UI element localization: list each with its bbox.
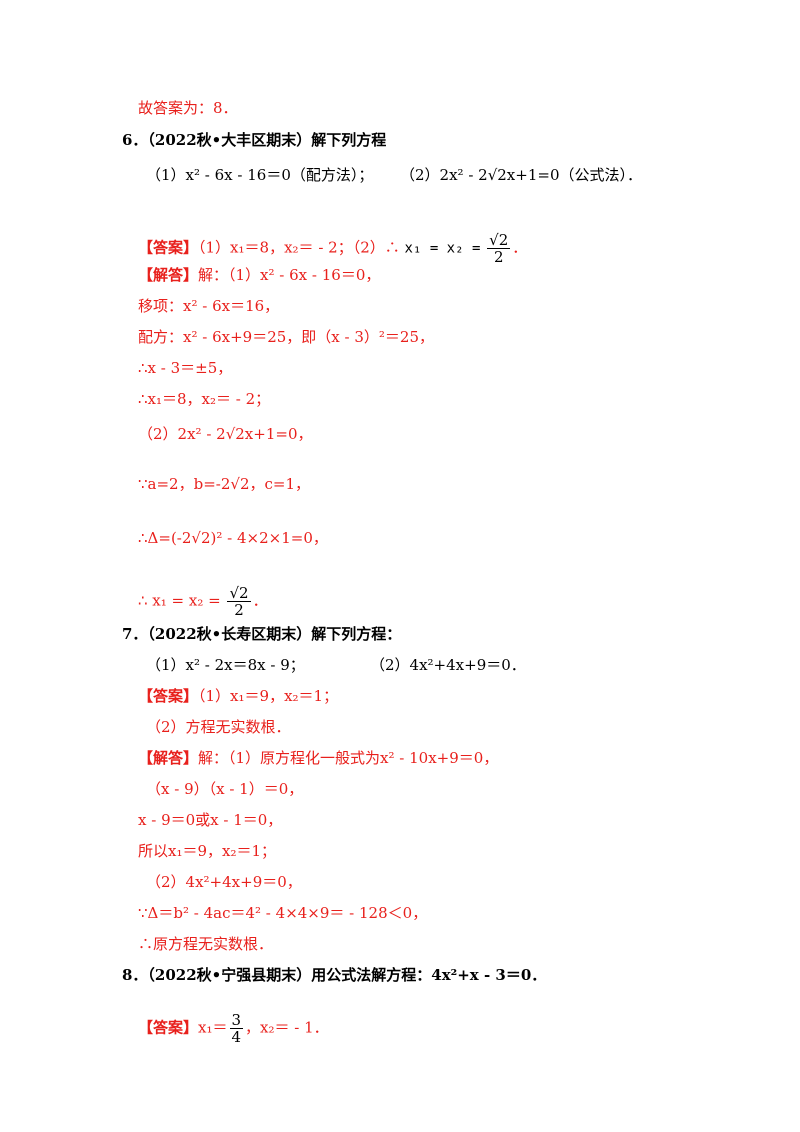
solution-line: ∵Δ＝b² - 4ac＝4² - 4×4×9＝ - 128＜0， (138, 904, 428, 922)
question-8-header: 8．（2022秋•宁强县期末）用公式法解方程：4x²+x - 3＝0． (122, 966, 547, 984)
solution-line: ∴Δ=(-2√2)² - 4×2×1=0， (138, 529, 328, 547)
question-7-header: 7．（2022秋•长寿区期末）解下列方程： (122, 625, 402, 643)
answer-text: （1）x₁＝9，x₂＝1； (198, 687, 339, 705)
fraction-numerator: √2 (487, 231, 511, 249)
question-7-answer: 【答案】（1）x₁＝9，x₂＝1； (138, 686, 338, 706)
fraction-numerator: 3 (229, 1011, 244, 1029)
answer-line: 故答案为：8． (138, 99, 238, 117)
solution-line: （2）2x² - 2√2x+1=0， (138, 425, 313, 443)
answer-text: x₁＝ (198, 1018, 228, 1037)
question-6-solution-1: 【解答】解：（1）x² - 6x - 16＝0， (138, 265, 380, 285)
question-7-solution-1: 【解答】解：（1）原方程化一般式为x² - 10x+9＝0， (138, 748, 498, 768)
fraction-denominator: 2 (234, 601, 244, 619)
answer-math: x₁ = x₂ = (404, 240, 481, 257)
solution-line: ∴x - 3＝±5， (138, 359, 233, 377)
answer-label: 【答案】 (138, 238, 199, 257)
solution-label: 【解答】 (138, 749, 199, 767)
solution-line: 解：（1）原方程化一般式为x² - 10x+9＝0， (198, 749, 499, 767)
solution-line: ∵a=2，b=-2√2，c=1， (138, 475, 310, 493)
solution-line: ∴原方程无实数根． (138, 935, 274, 953)
solution-line: ∴ x₁ = x₂ = (138, 591, 221, 610)
solution-label: 【解答】 (138, 266, 199, 284)
question-6-part-2: （2）2x² - 2√2x+1=0（公式法）． (400, 166, 642, 184)
solution-line: 移项：x² - 6x＝16， (138, 297, 280, 315)
solution-line: （x - 9）（x - 1）＝0， (146, 780, 304, 798)
question-7-answer-2: （2）方程无实数根． (146, 718, 291, 736)
solution-line: 解：（1）x² - 6x - 16＝0， (198, 266, 381, 284)
question-6-part-1: （1）x² - 6x - 16＝0（配方法）； (146, 166, 374, 184)
fraction-denominator: 4 (231, 1028, 242, 1046)
question-7-part-2: （2）4x²+4x+9＝0． (370, 656, 526, 674)
answer-label: 【答案】 (138, 1018, 199, 1037)
solution-line: 配方：x² - 6x+9＝25，即（x - 3）²＝25， (138, 328, 434, 346)
solution-line: ∴x₁＝8，x₂＝ - 2； (138, 390, 271, 408)
answer-text: ，x₂＝ - 1． (245, 1018, 329, 1037)
solution-line: 所以x₁＝9，x₂＝1； (138, 842, 277, 860)
fraction-denominator: 2 (493, 248, 504, 266)
answer-label: 【答案】 (138, 687, 199, 705)
question-7-part-1: （1）x² - 2x＝8x - 9； (146, 656, 305, 674)
question-6-header: 6．（2022秋•大丰区期末）解下列方程 (122, 131, 387, 149)
answer-text: （1）x₁＝8，x₂＝ - 2；（2）∴ (198, 238, 400, 257)
fraction-numerator: √2 (227, 584, 251, 602)
solution-line: x - 9＝0或x - 1＝0， (138, 811, 283, 829)
solution-line: （2）4x²+4x+9＝0， (146, 873, 302, 891)
